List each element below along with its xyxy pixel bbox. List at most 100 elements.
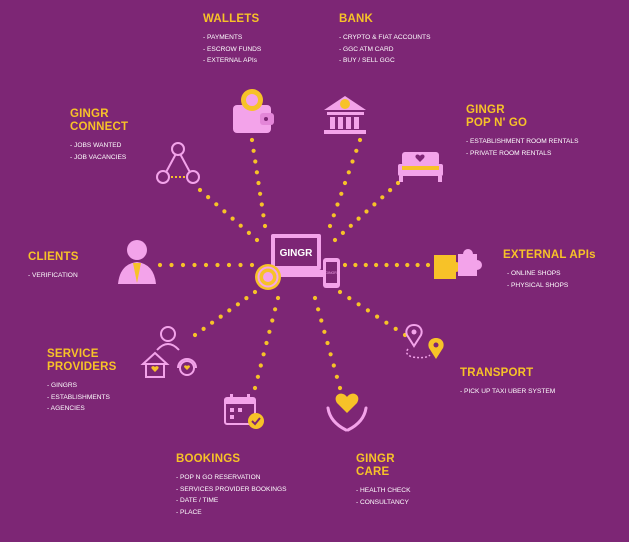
node-title: BOOKINGS <box>176 453 241 465</box>
connector-dot <box>384 262 389 268</box>
list-item: PLACE <box>176 507 287 519</box>
connector-dot <box>203 262 209 268</box>
list-item: GGC ATM CARD <box>339 44 430 56</box>
list-item: PRIVATE ROOM RENTALS <box>466 148 578 160</box>
connector-dot <box>238 223 243 228</box>
connector-dot <box>222 209 227 214</box>
node-clients: CLIENTS VERIFICATION <box>28 251 79 282</box>
connector-dot <box>180 262 186 268</box>
connector-dot <box>347 296 352 301</box>
connector-dot <box>353 262 358 268</box>
connector-dot <box>253 159 258 164</box>
connector-dot <box>356 302 361 307</box>
node-items: PAYMENTS ESCROW FUNDS EXTERNAL APIs <box>203 32 261 67</box>
connector-dot <box>251 148 256 153</box>
list-item: DATE / TIME <box>176 495 287 507</box>
connector-dot <box>312 295 318 301</box>
node-popngo: GINGR POP N' GO ESTABLISHMENT ROOM RENTA… <box>466 104 578 159</box>
connector-dot <box>363 262 368 268</box>
connector-dot <box>273 307 278 312</box>
connector-dot <box>388 188 393 193</box>
connector-dot <box>354 148 359 153</box>
connector-dot <box>380 195 385 200</box>
connector-dot <box>328 352 333 357</box>
list-item: ESTABLISHMENTS <box>47 392 117 404</box>
connector-dot <box>264 340 269 346</box>
calendar-check-icon <box>224 394 264 429</box>
network-icon <box>156 142 200 184</box>
heart-hands-icon <box>326 393 368 432</box>
connector-dot <box>331 213 336 218</box>
list-item: JOB VACANCIES <box>70 152 128 164</box>
connector-dot <box>339 191 344 196</box>
connector-dot <box>342 180 348 186</box>
connector-dot <box>331 363 336 368</box>
coin-icon <box>255 264 281 290</box>
list-item: POP N GO RESERVATION <box>176 472 287 484</box>
location-route-icon <box>405 323 444 359</box>
connector-dot <box>235 302 240 307</box>
connector-dot <box>157 262 163 268</box>
node-items: CRYPTO & FIAT ACCOUNTS GGC ATM CARD BUY … <box>339 32 430 67</box>
connector-dot <box>267 329 272 334</box>
node-items: JOBS WANTED JOB VACANCIES <box>70 140 128 163</box>
connector-dot <box>244 296 249 301</box>
connector-dot <box>275 295 281 301</box>
connector-dot <box>325 340 330 346</box>
node-title: CLIENTS <box>28 251 79 263</box>
connector-dot <box>246 230 251 235</box>
connector-dot <box>252 385 258 391</box>
node-bank: BANK CRYPTO & FIAT ACCOUNTS GGC ATM CARD… <box>339 13 430 67</box>
list-item: CRYPTO & FIAT ACCOUNTS <box>339 32 430 44</box>
connector-dot <box>226 262 232 268</box>
list-item: ESCROW FUNDS <box>203 44 261 56</box>
node-external-apis: EXTERNAL APIs ONLINE SHOPS PHYSICAL SHOP… <box>503 249 596 291</box>
connector-dot <box>249 262 255 268</box>
connector-dot <box>346 170 351 175</box>
connector-dot <box>374 262 379 268</box>
connector-dot <box>210 320 215 325</box>
connector-dot <box>262 223 268 229</box>
node-care: GINGR CARE HEALTH CHECK CONSULTANCY <box>356 453 410 508</box>
node-items: HEALTH CHECK CONSULTANCY <box>356 485 410 508</box>
connector-dot <box>393 326 398 331</box>
connector-dot <box>327 223 333 229</box>
node-title: GINGR POP N' GO <box>466 104 528 129</box>
connector-dot <box>342 262 348 268</box>
node-items: POP N GO RESERVATION SERVICES PROVIDER B… <box>176 472 287 518</box>
node-title: EXTERNAL APIs <box>503 249 596 261</box>
connector-dot <box>384 320 389 325</box>
connector-dot <box>249 137 255 143</box>
list-item: HEALTH CHECK <box>356 485 410 497</box>
node-connect: GINGR CONNECT JOBS WANTED JOB VACANCIES <box>70 108 128 163</box>
list-item: PICK UP TAXI UBER SYSTEM <box>460 386 555 398</box>
connector-dot <box>394 262 399 268</box>
bank-icon <box>324 96 366 134</box>
connector-dot <box>218 314 223 319</box>
node-title: GINGR CARE <box>356 453 395 478</box>
connector-dot <box>405 262 410 268</box>
connector-dot <box>201 326 206 331</box>
list-item: CONSULTANCY <box>356 497 410 509</box>
node-title: SERVICE PROVIDERS <box>47 348 117 373</box>
svg-text:GINGR: GINGR <box>325 271 337 275</box>
connector-dot <box>270 318 275 323</box>
connector-dot <box>255 374 260 379</box>
list-item: ONLINE SHOPS <box>507 268 596 280</box>
node-service-providers: SERVICE PROVIDERS GINGRS ESTABLISHMENTS … <box>47 348 117 415</box>
list-item: JOBS WANTED <box>70 140 128 152</box>
node-items: PICK UP TAXI UBER SYSTEM <box>460 386 555 398</box>
connector-dot <box>230 216 235 221</box>
list-item: EXTERNAL APIs <box>203 55 261 67</box>
connector-dot <box>340 230 345 235</box>
list-item: PAYMENTS <box>203 32 261 44</box>
connector-dot <box>357 137 363 143</box>
person-icon <box>118 240 156 284</box>
connector-dot <box>316 307 321 312</box>
connector-dot <box>192 262 197 268</box>
connector-dot <box>261 213 266 218</box>
puzzle-icon <box>434 249 482 279</box>
connector-dot <box>364 209 369 214</box>
node-items: ONLINE SHOPS PHYSICAL SHOPS <box>507 268 596 291</box>
